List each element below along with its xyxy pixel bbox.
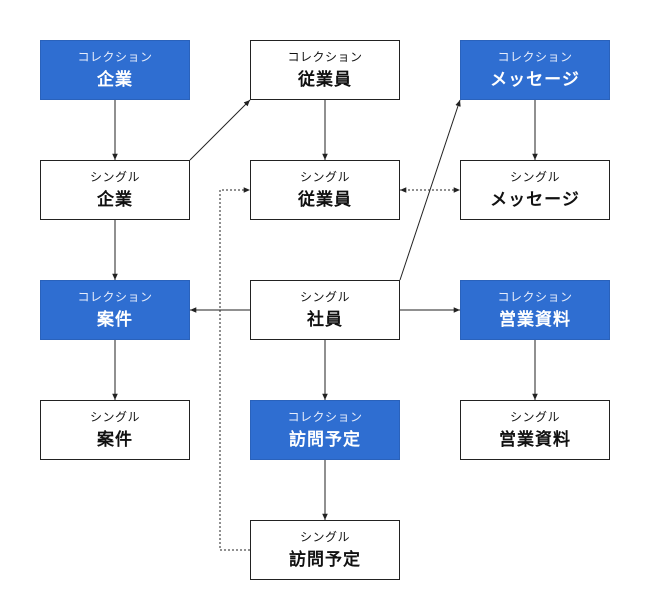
collection-node-kigyo[interactable]: コレクション 企業 bbox=[40, 40, 190, 100]
node-kind-label: コレクション bbox=[77, 49, 153, 64]
node-kind-label: コレクション bbox=[497, 289, 573, 304]
node-name-label: 企業 bbox=[97, 69, 133, 90]
node-name-label: 従業員 bbox=[298, 69, 352, 90]
collection-node-anken[interactable]: コレクション 案件 bbox=[40, 280, 190, 340]
node-name-label: 訪問予定 bbox=[289, 429, 361, 450]
node-name-label: 案件 bbox=[97, 429, 133, 450]
node-name-label: 企業 bbox=[97, 189, 133, 210]
node-kind-label: シングル bbox=[89, 409, 140, 424]
single-node-eigyo[interactable]: シングル 営業資料 bbox=[460, 400, 610, 460]
node-kind-label: シングル bbox=[299, 529, 350, 544]
node-name-label: 案件 bbox=[97, 309, 133, 330]
node-name-label: 従業員 bbox=[298, 189, 352, 210]
collection-node-jugyoin[interactable]: コレクション 従業員 bbox=[250, 40, 400, 100]
edge-shain-single-to-message-col bbox=[399, 99, 461, 281]
collection-node-eigyo[interactable]: コレクション 営業資料 bbox=[460, 280, 610, 340]
node-kind-label: コレクション bbox=[287, 49, 363, 64]
node-kind-label: シングル bbox=[299, 289, 350, 304]
node-kind-label: シングル bbox=[299, 169, 350, 184]
single-node-anken[interactable]: シングル 案件 bbox=[40, 400, 190, 460]
collection-node-message[interactable]: コレクション メッセージ bbox=[460, 40, 610, 100]
node-name-label: 社員 bbox=[307, 309, 343, 330]
single-node-kigyo[interactable]: シングル 企業 bbox=[40, 160, 190, 220]
single-node-homon[interactable]: シングル 訪問予定 bbox=[250, 520, 400, 580]
single-node-shain[interactable]: シングル 社員 bbox=[250, 280, 400, 340]
node-kind-label: コレクション bbox=[287, 409, 363, 424]
node-kind-label: コレクション bbox=[497, 49, 573, 64]
node-name-label: メッセージ bbox=[490, 69, 580, 90]
node-kind-label: シングル bbox=[509, 169, 560, 184]
node-kind-label: シングル bbox=[509, 409, 560, 424]
node-kind-label: シングル bbox=[89, 169, 140, 184]
node-name-label: 訪問予定 bbox=[289, 549, 361, 570]
single-node-message[interactable]: シングル メッセージ bbox=[460, 160, 610, 220]
single-node-jugyoin[interactable]: シングル 従業員 bbox=[250, 160, 400, 220]
node-name-label: 営業資料 bbox=[499, 309, 571, 330]
edge-homon-single-to-jugyoin-single bbox=[219, 187, 250, 551]
collection-node-homon[interactable]: コレクション 訪問予定 bbox=[250, 400, 400, 460]
node-kind-label: コレクション bbox=[77, 289, 153, 304]
edge-kigyo-single-to-jugyoin-col bbox=[189, 99, 251, 161]
node-name-label: 営業資料 bbox=[499, 429, 571, 450]
node-name-label: メッセージ bbox=[490, 189, 580, 210]
